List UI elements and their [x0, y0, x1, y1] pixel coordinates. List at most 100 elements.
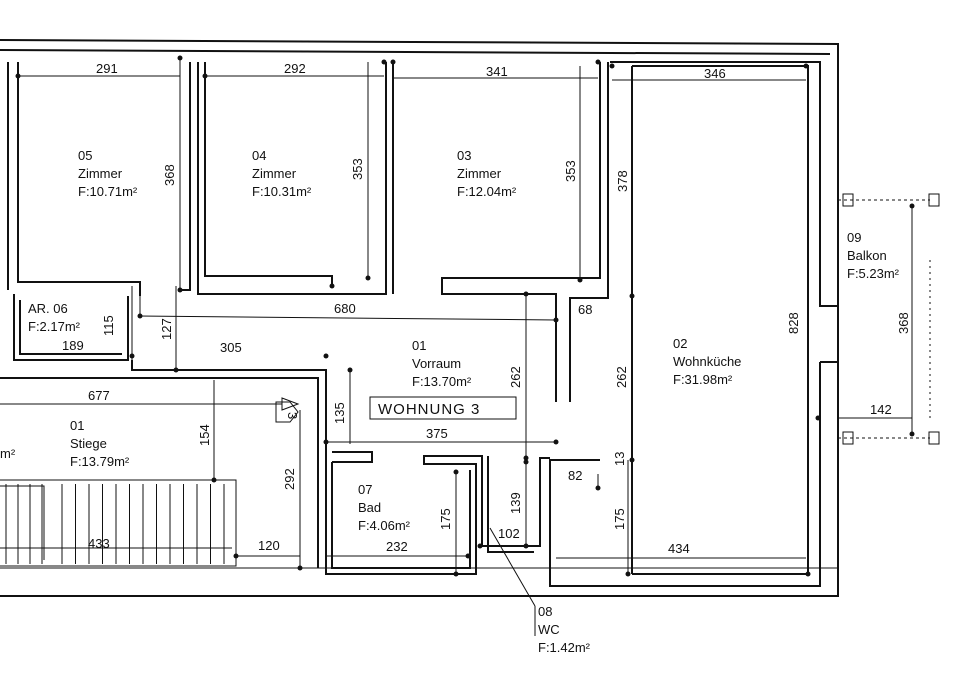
dim-378: 378	[615, 170, 630, 192]
dim-175-bad: 175	[438, 508, 453, 530]
room-ar06-walls	[13, 294, 129, 361]
room-stiege-num: 01	[70, 418, 84, 433]
apartment-label: WOHNUNG 3	[369, 396, 517, 420]
room-01-name: Vorraum	[412, 356, 461, 371]
room-03-area: F:12.04m²	[457, 184, 517, 199]
dimension-texts-vertical: 368 353 353 378 828 368 115 127 135 262 …	[101, 158, 911, 530]
dimension-dot	[129, 353, 135, 359]
dimension-dot	[815, 415, 821, 421]
dim-13: 13	[612, 452, 627, 466]
balcony	[838, 193, 940, 445]
room-07-name: Bad	[358, 500, 381, 515]
dimension-dot	[297, 565, 303, 571]
dim-677: 677	[88, 388, 110, 403]
room-08-num: 08	[538, 604, 552, 619]
dim-680: 680	[334, 301, 356, 316]
room-07-area: F:4.06m²	[358, 518, 411, 533]
dim-262-vorraum: 262	[508, 366, 523, 388]
dim-353-04: 353	[350, 158, 365, 180]
dim-68: 68	[578, 302, 592, 317]
room-03-num: 03	[457, 148, 471, 163]
dim-127: 127	[159, 318, 174, 340]
dimension-dot	[805, 571, 811, 577]
stair-step-lines	[5, 484, 225, 564]
dim-292-stiege: 292	[282, 468, 297, 490]
dimension-texts-horizontal: 291 292 341 346 189 680 68 305 677 375 1…	[62, 61, 892, 556]
dimension-dot	[577, 277, 583, 283]
dim-189: 189	[62, 338, 84, 353]
dim-433: 433	[88, 536, 110, 551]
dimension-dot	[202, 73, 208, 79]
dim-82: 82	[568, 468, 582, 483]
dim-375: 375	[426, 426, 448, 441]
dim-341: 341	[486, 64, 508, 79]
dim-828: 828	[786, 312, 801, 334]
dimension-dot	[629, 457, 635, 463]
room-ar06-area: F:2.17m²	[28, 319, 81, 334]
dimension-dot	[909, 431, 915, 437]
room-09-name: Balkon	[847, 248, 887, 263]
dimension-dot	[523, 543, 529, 549]
dim-434: 434	[668, 541, 690, 556]
dimension-dot	[211, 477, 217, 483]
dimension-dot	[233, 553, 239, 559]
dim-368-balkon: 368	[896, 312, 911, 334]
apartment-title: WOHNUNG 3	[378, 401, 480, 418]
corridor-walls	[0, 315, 557, 568]
dimension-dot	[177, 287, 183, 293]
dim-115: 115	[101, 315, 116, 336]
dim-368-05: 368	[162, 164, 177, 186]
room-09-num: 09	[847, 230, 861, 245]
dim-135: 135	[332, 402, 347, 424]
room-08-area: F:1.42m²	[538, 640, 591, 655]
dimension-dot	[523, 455, 529, 461]
dimension-dot	[523, 291, 529, 297]
dim-291: 291	[96, 61, 118, 76]
dimension-dot	[329, 283, 335, 289]
room-03-name: Zimmer	[457, 166, 502, 181]
room-01-num: 01	[412, 338, 426, 353]
room-07-08-walls	[325, 446, 550, 636]
dim-262-kueche: 262	[614, 366, 629, 388]
dim-142: 142	[870, 402, 892, 417]
dimension-dot	[609, 63, 615, 69]
dimension-dot	[523, 459, 529, 465]
partial-edge-label: m²	[0, 446, 16, 461]
room-05-area: F:10.71m²	[78, 184, 138, 199]
dim-346: 346	[704, 66, 726, 81]
room-labels: 05 Zimmer F:10.71m² 04 Zimmer F:10.31m² …	[0, 148, 900, 655]
dimension-dot	[629, 293, 635, 299]
outer-walls	[0, 39, 839, 597]
room-04-area: F:10.31m²	[252, 184, 312, 199]
dim-154: 154	[197, 424, 212, 446]
room-04-num: 04	[252, 148, 266, 163]
dimension-dot	[15, 73, 21, 79]
room-02-area: F:31.98m²	[673, 372, 733, 387]
room-stiege-area: F:13.79m²	[70, 454, 130, 469]
stair-arrow: 3	[275, 401, 300, 423]
room-stiege-name: Stiege	[70, 436, 107, 451]
room-09-area: F:5.23m²	[847, 266, 900, 281]
dimension-dot	[453, 571, 459, 577]
room-08-name: WC	[538, 622, 560, 637]
room-02-num: 02	[673, 336, 687, 351]
room-04-walls	[197, 62, 387, 295]
room-02-name: Wohnküche	[673, 354, 741, 369]
dimension-lines	[0, 58, 806, 574]
room-03-walls	[392, 62, 609, 402]
dimension-dots	[15, 55, 915, 577]
dimension-dot	[909, 203, 915, 209]
room-07-num: 07	[358, 482, 372, 497]
dimension-dot	[137, 313, 143, 319]
dimension-dot	[347, 367, 353, 373]
dimension-dot	[381, 59, 387, 65]
dimension-dot	[595, 485, 601, 491]
dimension-dot	[595, 59, 601, 65]
dim-139: 139	[508, 492, 523, 514]
room-04-name: Zimmer	[252, 166, 297, 181]
stair-arrow-label: 3	[285, 412, 300, 419]
dim-232: 232	[386, 539, 408, 554]
stair-steps	[0, 479, 237, 567]
dim-305: 305	[220, 340, 242, 355]
dimension-dot	[323, 353, 329, 359]
